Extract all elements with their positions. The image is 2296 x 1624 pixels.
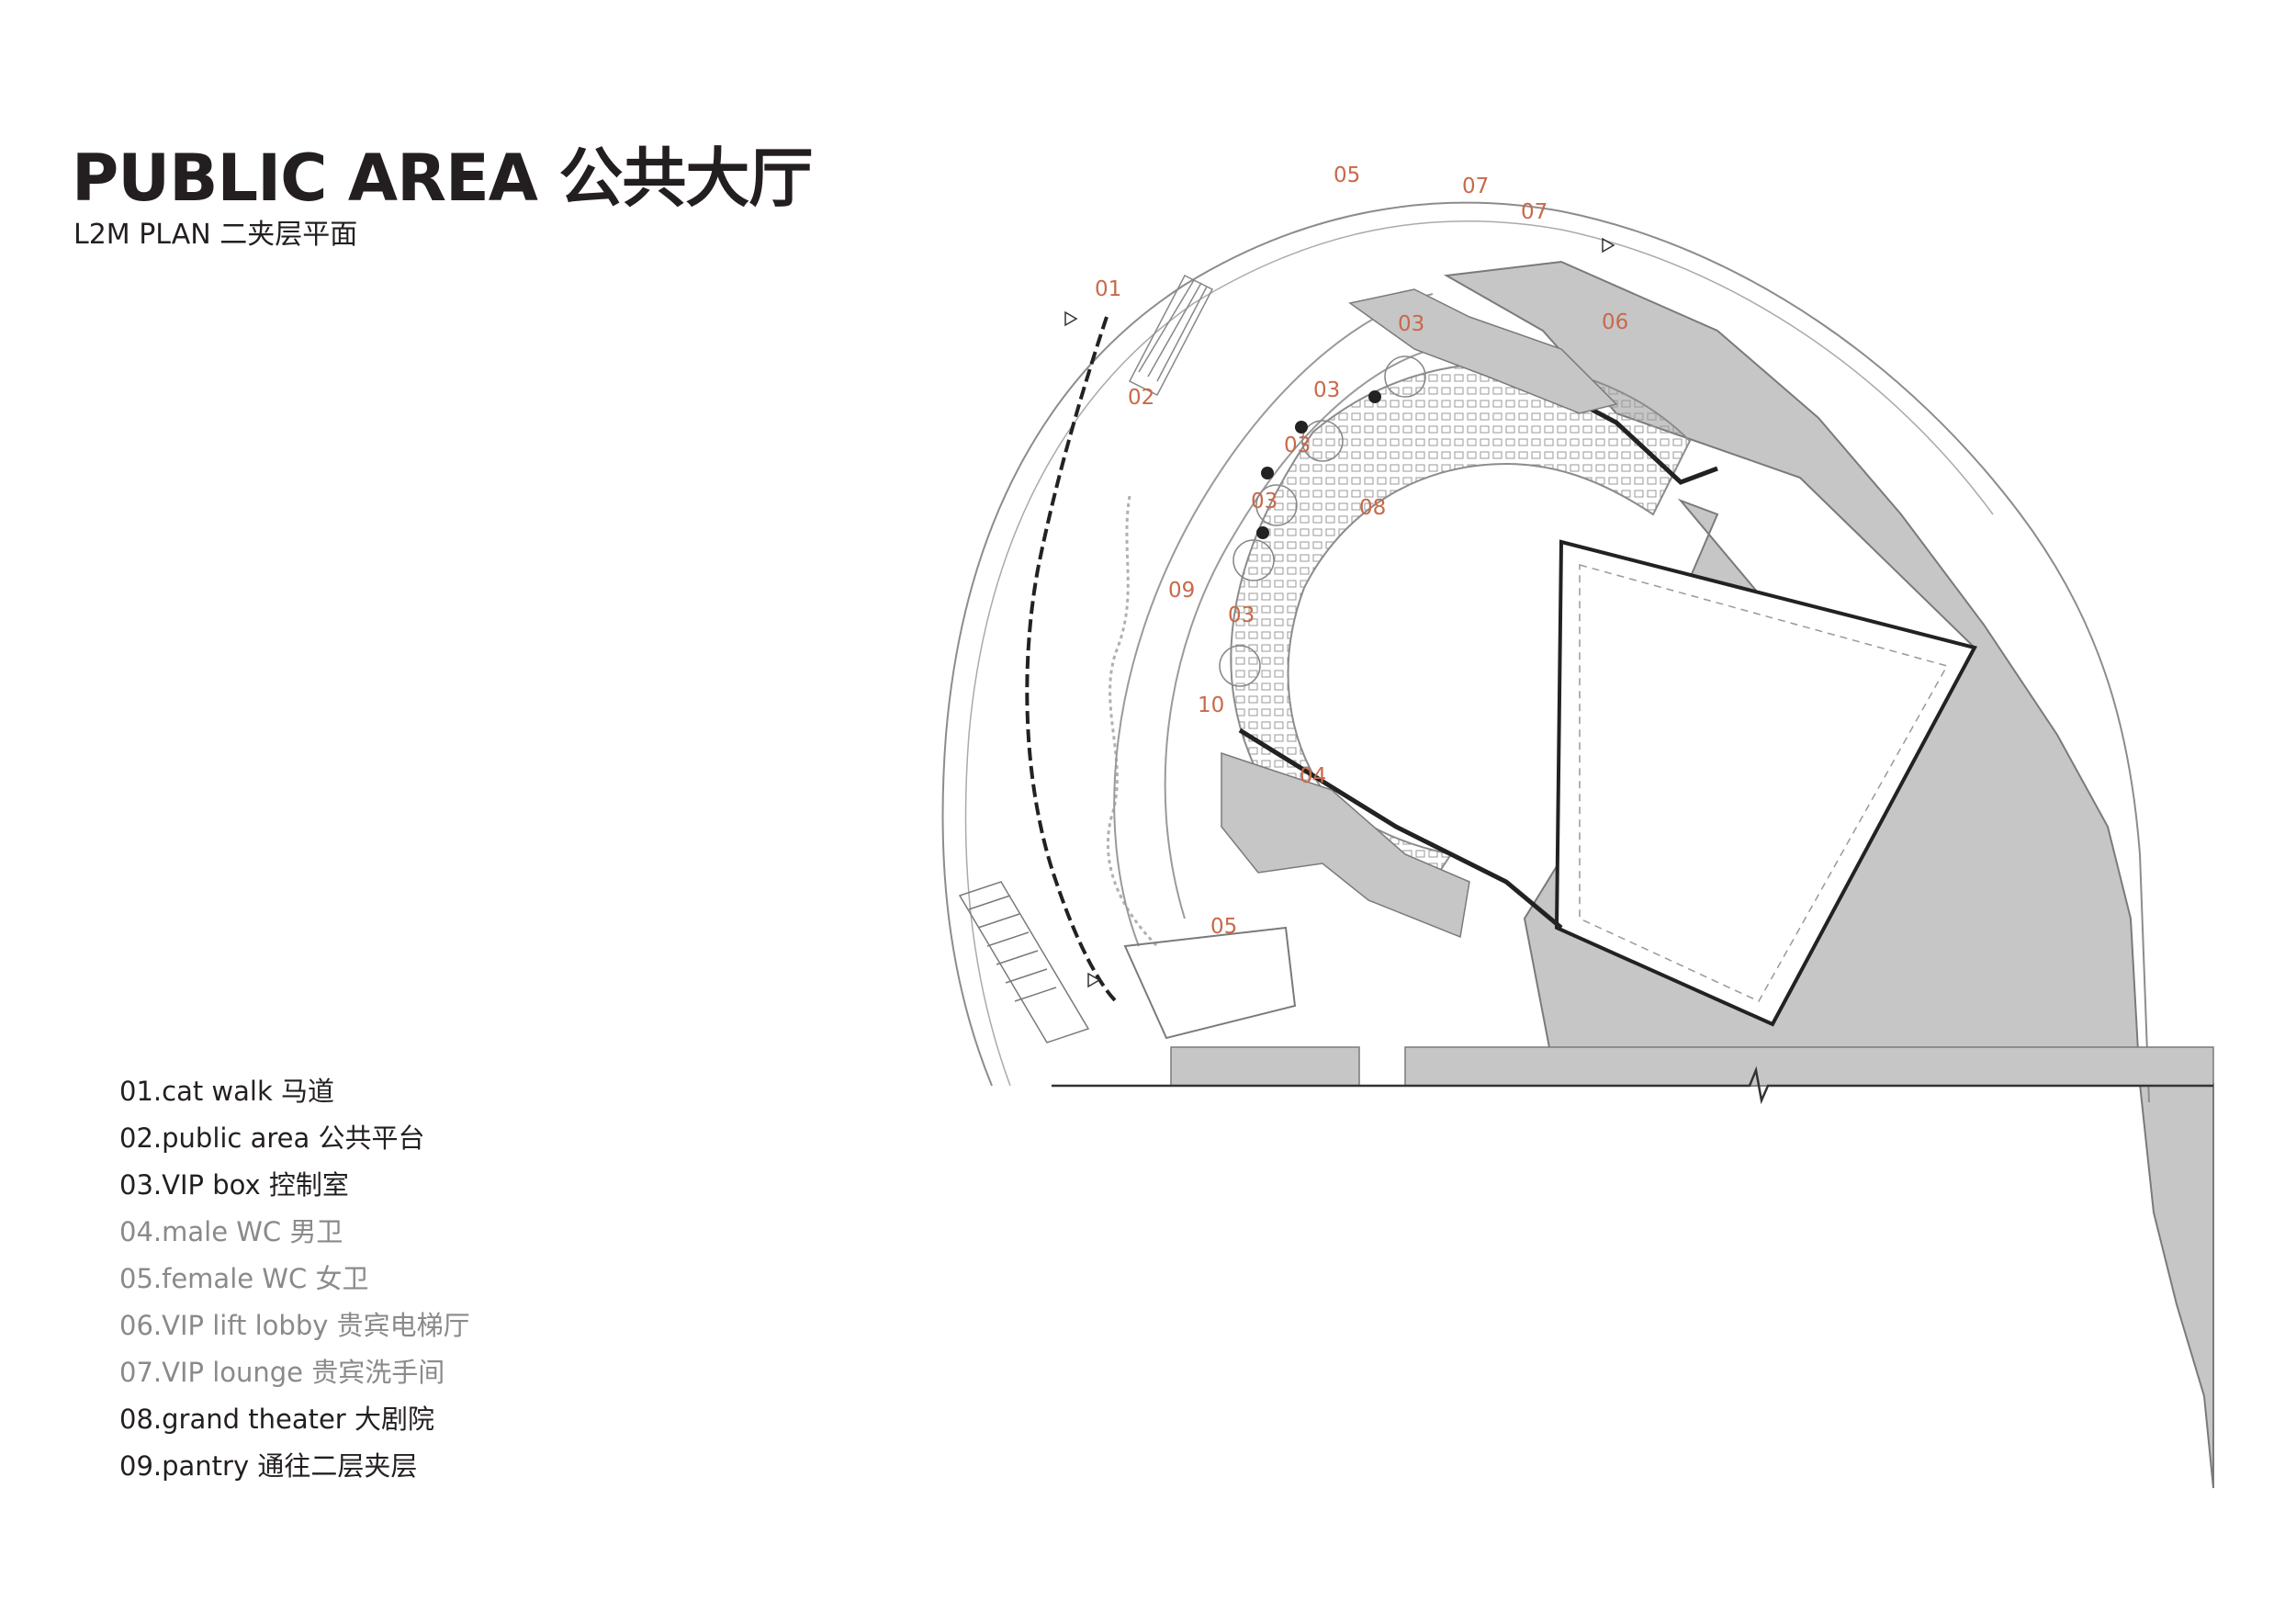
- outer-envelope: [941, 201, 2150, 1103]
- legend-item-05: 05.female WC 女卫: [119, 1263, 369, 1294]
- public-ring-outer: [1113, 293, 1434, 947]
- label-03-b: 03: [1313, 378, 1340, 402]
- page-title: PUBLIC AREA 公共大厅: [72, 141, 813, 216]
- base-hatch-strip: [1170, 1046, 2214, 1087]
- label-03-a: 03: [1398, 312, 1424, 336]
- landscape-band: [1106, 495, 1159, 948]
- public-ring-inner: [1164, 348, 1434, 919]
- legend-list: 01.cat walk 马道 02.public area 公共平台 03.VI…: [119, 1068, 470, 1490]
- cat-walk-line: [1025, 316, 1118, 1003]
- page-subtitle: L2M PLAN 二夹层平面: [73, 219, 358, 251]
- label-08: 08: [1359, 496, 1386, 520]
- label-06: 06: [1602, 310, 1628, 334]
- wall-band-bottom: [1238, 727, 1563, 930]
- label-09: 09: [1168, 579, 1195, 603]
- legend-item-03: 03.VIP box 控制室: [119, 1169, 349, 1201]
- vip-box-tables: [1219, 355, 1426, 687]
- label-04: 04: [1300, 764, 1326, 788]
- label-02: 02: [1128, 386, 1154, 410]
- legend-item-06: 06.VIP lift lobby 贵宾电梯厅: [119, 1310, 470, 1341]
- label-05-top: 05: [1334, 164, 1360, 187]
- stage-hall: [1554, 539, 1977, 1027]
- column-dots: [1256, 390, 1381, 539]
- vip-block-top: [1348, 288, 1618, 414]
- ground-line: [1052, 1066, 2213, 1105]
- legend-item-02: 02.public area 公共平台: [119, 1122, 425, 1154]
- label-07-b: 07: [1521, 200, 1548, 224]
- outer-envelope-inner: [964, 220, 1994, 1087]
- wc-block-bottom: [1123, 926, 1297, 1040]
- label-03-d: 03: [1251, 490, 1277, 513]
- label-03-e: 03: [1228, 603, 1255, 627]
- stair-top: [1128, 274, 1214, 397]
- legend-item-08: 08.grand theater 大剧院: [119, 1404, 434, 1435]
- legend-item-01: 01.cat walk 马道: [119, 1076, 334, 1107]
- vip-block-bottom: [1221, 751, 1470, 939]
- label-03-c: 03: [1284, 434, 1311, 457]
- label-07-a: 07: [1462, 175, 1489, 198]
- legend-item-09: 09.pantry 通往二层夹层: [119, 1450, 418, 1482]
- label-01: 01: [1095, 277, 1121, 301]
- direction-arrows: [1064, 237, 1615, 988]
- legend-item-07: 07.VIP lounge 贵宾洗手间: [119, 1357, 445, 1388]
- legend-item-04: 04.male WC 男卫: [119, 1216, 343, 1247]
- label-05-bottom: 05: [1210, 915, 1237, 939]
- label-10: 10: [1198, 694, 1224, 717]
- stair-bottom-left: [958, 881, 1090, 1043]
- stage-dashed: [1579, 564, 1949, 1002]
